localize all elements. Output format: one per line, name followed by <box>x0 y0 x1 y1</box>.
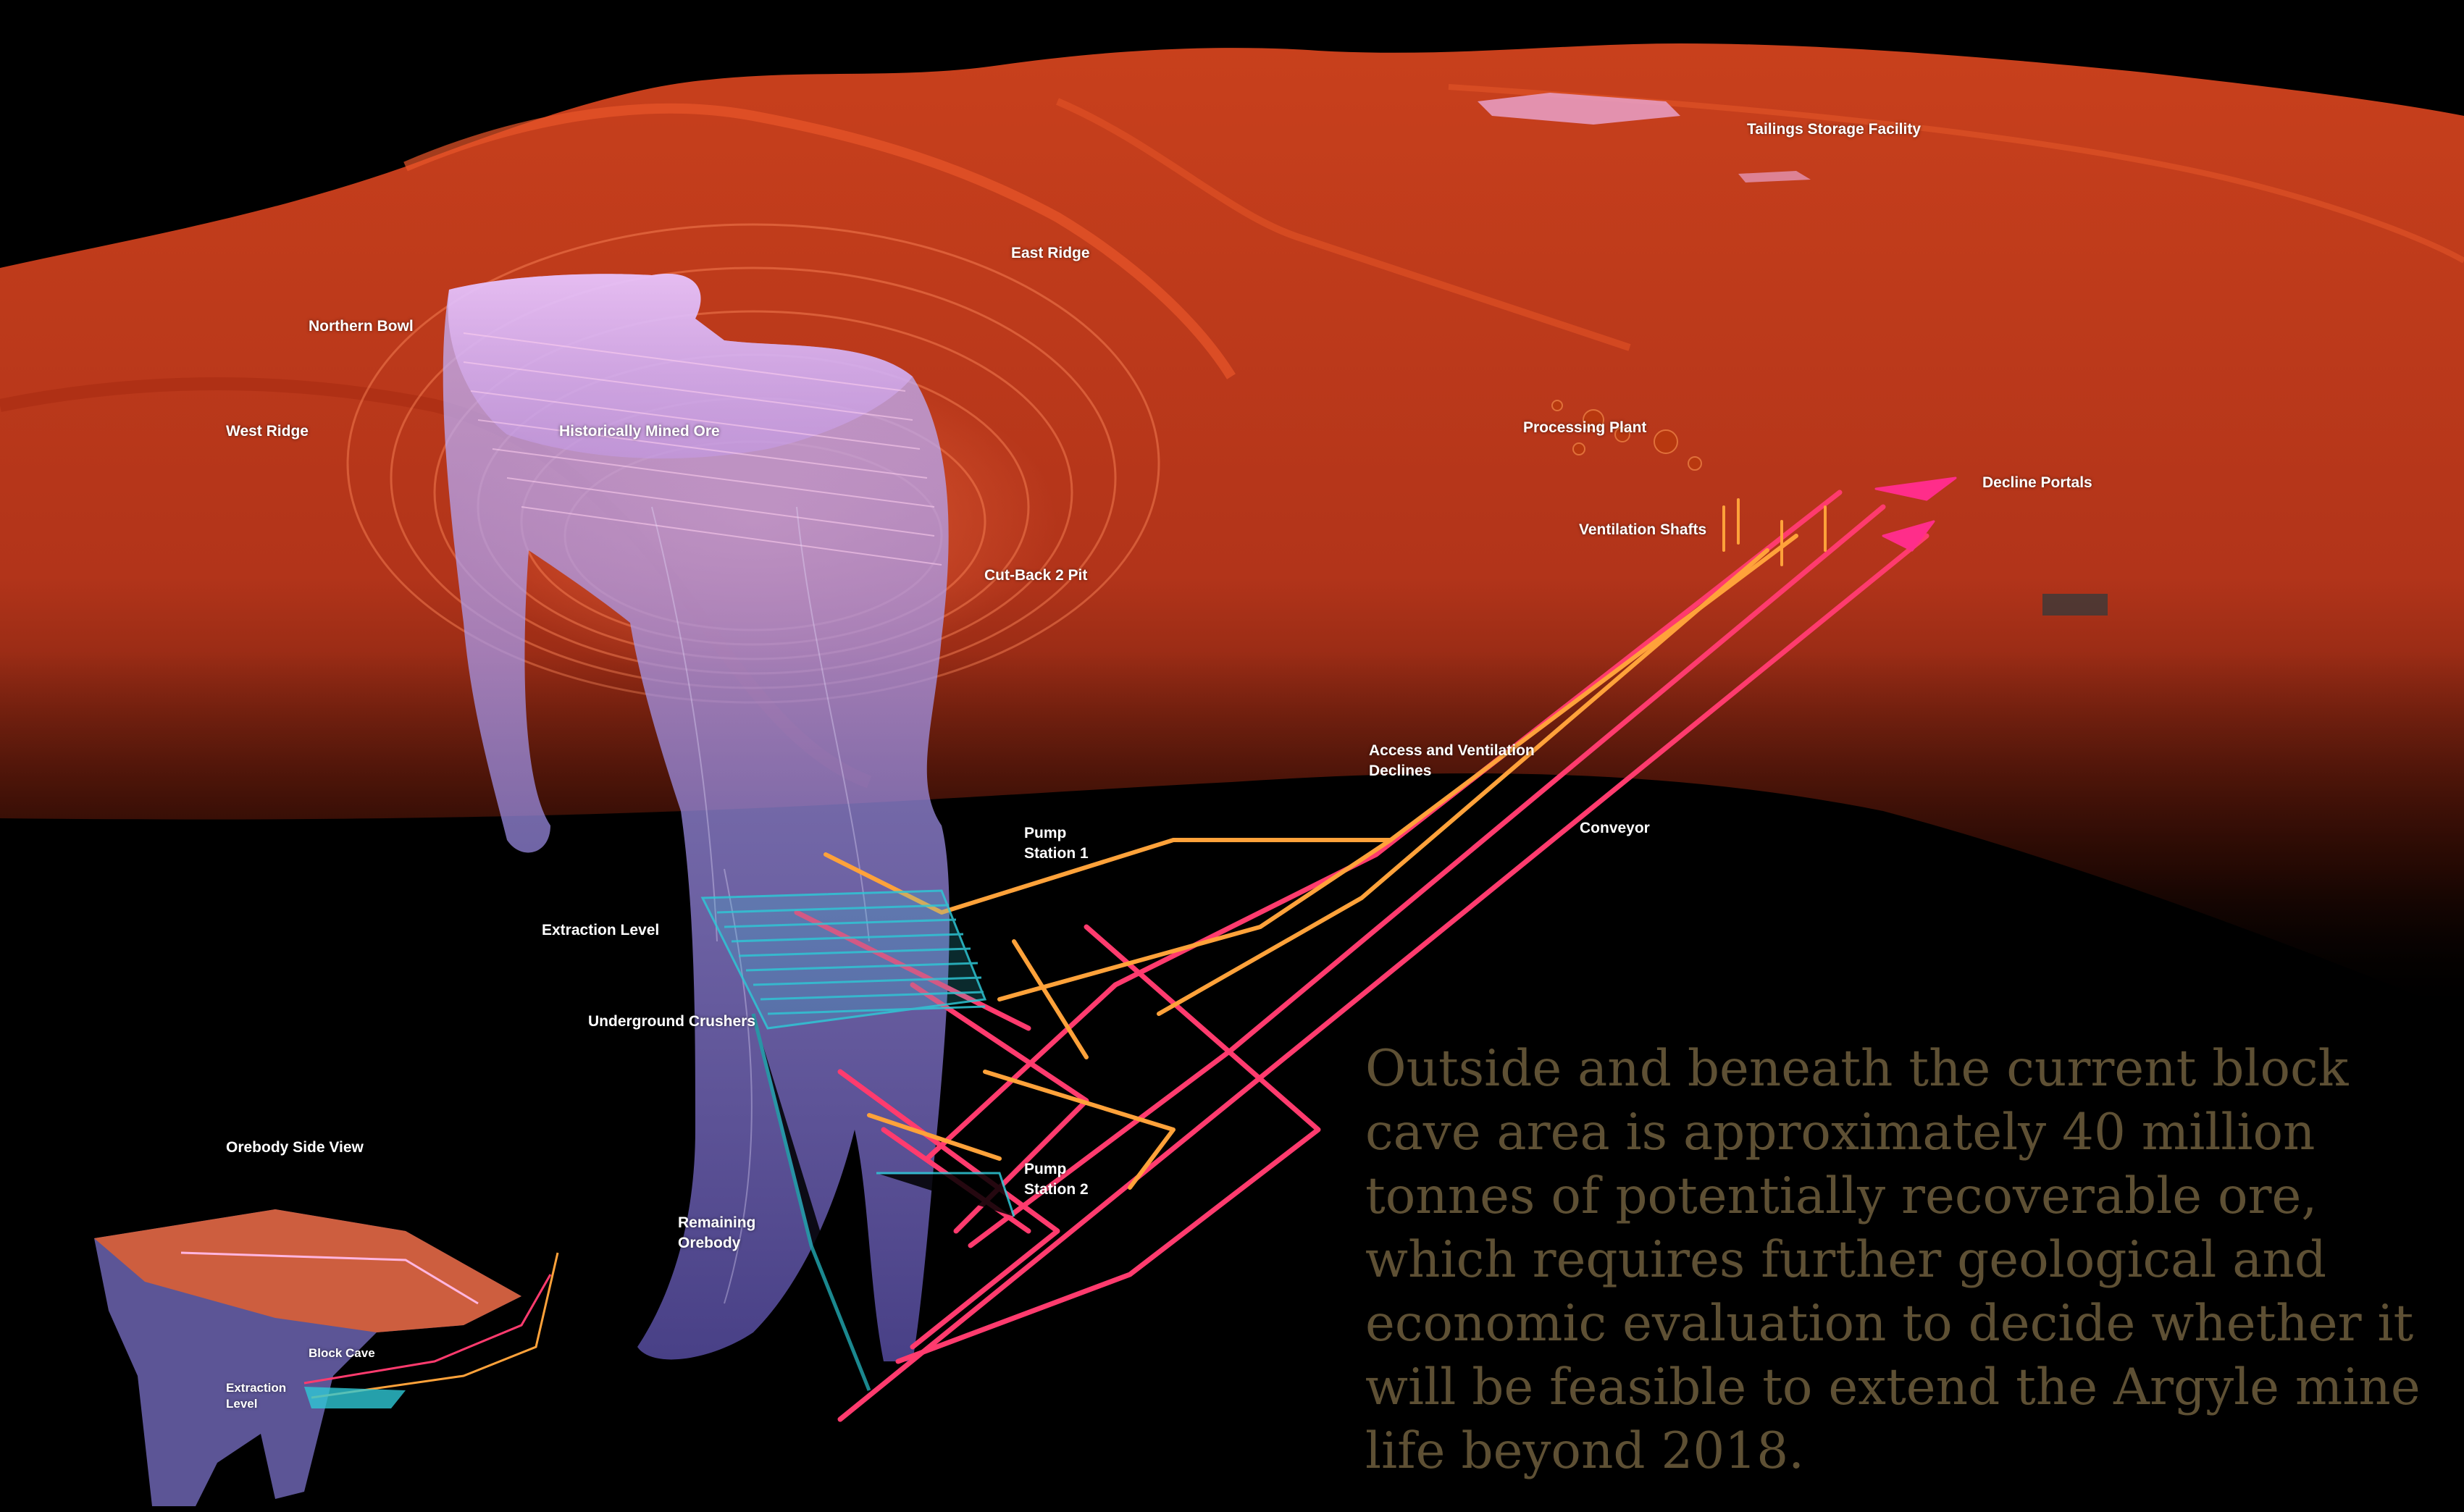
label-conveyor: Conveyor <box>1580 818 1650 839</box>
label-pump-station-1-line2: Station 1 <box>1024 844 1089 864</box>
label-access-ventilation-declines-line2: Declines <box>1369 761 1431 781</box>
label-pump-station-1-line1: Pump <box>1024 823 1066 844</box>
label-decline-portals: Decline Portals <box>1982 473 2092 493</box>
label-pump-station-2-line2: Station 2 <box>1024 1180 1089 1200</box>
label-inset-extraction-level-line1: Extraction <box>226 1380 286 1396</box>
label-cut-back-2-pit: Cut-Back 2 Pit <box>984 566 1087 586</box>
terrain <box>0 43 2464 1014</box>
label-remaining-orebody-line1: Remaining <box>678 1213 755 1233</box>
label-inset-extraction-level-line2: Level <box>226 1396 257 1412</box>
label-extraction-level: Extraction Level <box>542 920 659 941</box>
label-remaining-orebody-line2: Orebody <box>678 1233 740 1253</box>
label-access-ventilation-declines-line1: Access and Ventilation <box>1369 741 1535 761</box>
caption-text: Outside and beneath the current block ca… <box>1365 1037 2437 1483</box>
label-inset-block-cave: Block Cave <box>309 1345 375 1361</box>
label-orebody-side-view: Orebody Side View <box>226 1138 364 1158</box>
label-east-ridge: East Ridge <box>1011 243 1090 264</box>
label-ventilation-shafts: Ventilation Shafts <box>1579 520 1706 540</box>
label-pump-station-2-line1: Pump <box>1024 1159 1066 1180</box>
label-historically-mined-ore: Historically Mined Ore <box>559 421 720 442</box>
label-west-ridge: West Ridge <box>226 421 309 442</box>
label-tailings-storage-facility: Tailings Storage Facility <box>1747 119 1921 140</box>
label-northern-bowl: Northern Bowl <box>309 316 414 337</box>
label-processing-plant: Processing Plant <box>1523 418 1646 438</box>
label-underground-crushers: Underground Crushers <box>588 1012 755 1032</box>
